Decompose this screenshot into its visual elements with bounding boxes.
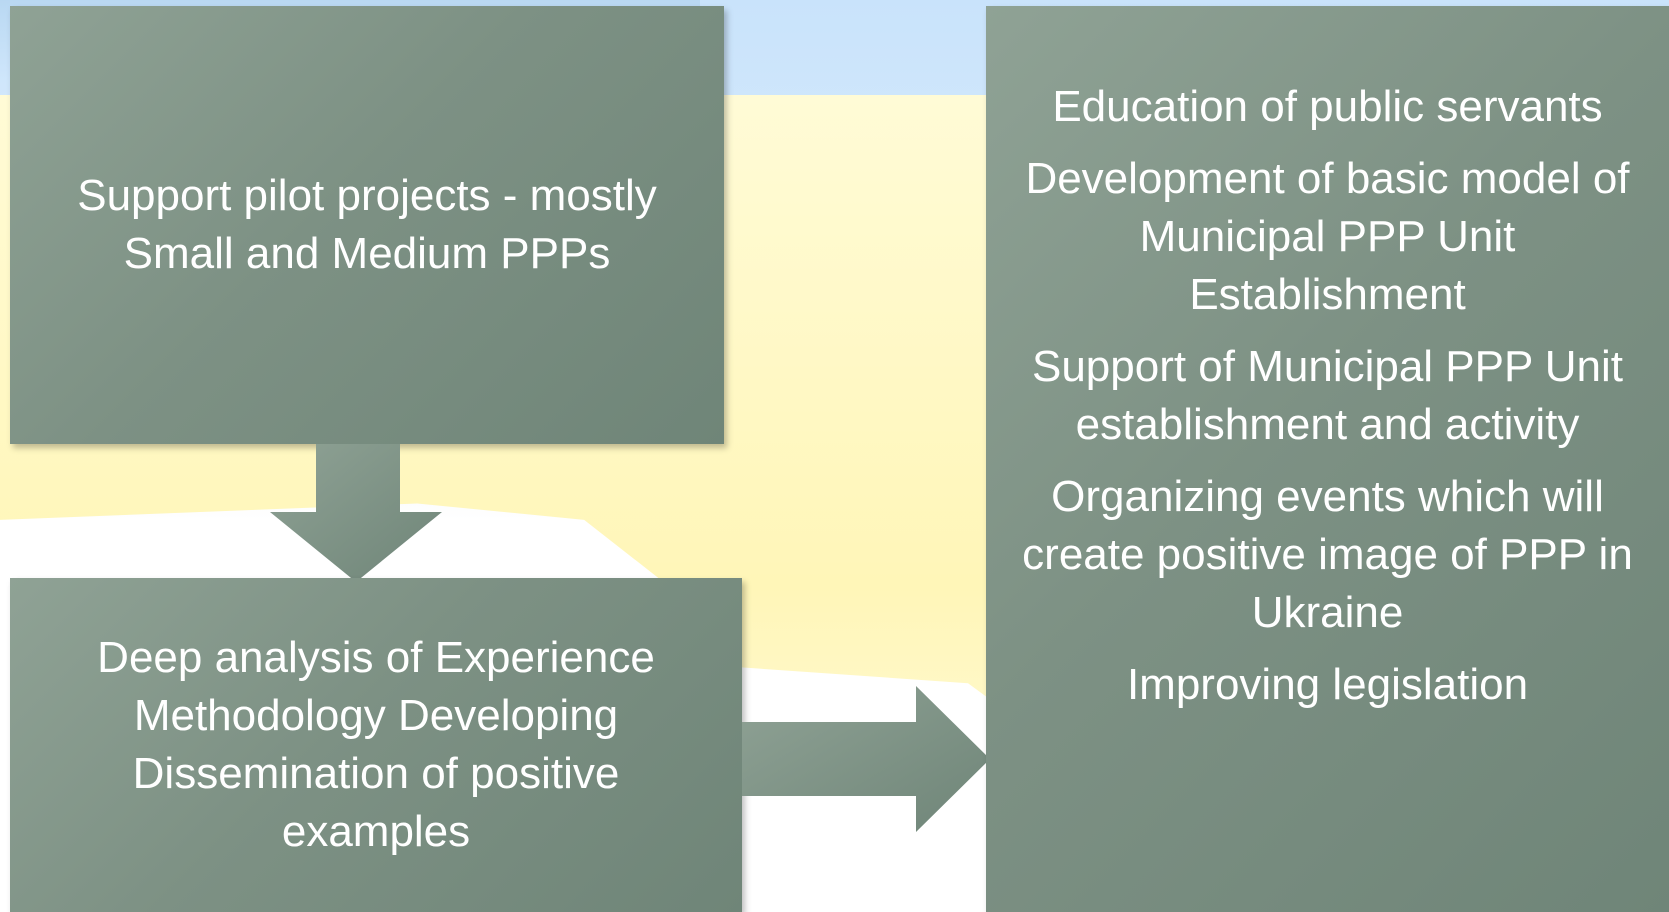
analysis-box: Deep analysis of Experience Methodology …	[10, 578, 742, 912]
actions-box: Education of public servants Development…	[986, 6, 1669, 912]
pilot-projects-line-2: Small and Medium PPPs	[123, 229, 611, 278]
analysis-line-1: Deep analysis of Experience	[97, 633, 655, 682]
action-item-events: Organizing events which will create posi…	[1022, 472, 1633, 637]
analysis-line-4: examples	[281, 807, 471, 856]
down-arrow	[270, 444, 442, 582]
right-arrow	[742, 686, 990, 832]
analysis-line-2: Methodology Developing	[133, 691, 619, 740]
action-item-legislation: Improving legislation	[1126, 660, 1529, 709]
action-item-education: Education of public servants	[1052, 82, 1603, 131]
action-item-basic-model: Development of basic model of Municipal …	[1025, 154, 1630, 319]
analysis-line-3: Dissemination of positive	[132, 749, 620, 798]
pilot-projects-box: Support pilot projects - mostly Small an…	[10, 6, 724, 444]
pilot-projects-line-1: Support pilot projects - mostly	[77, 171, 657, 220]
action-item-unit-support: Support of Municipal PPP Unit establishm…	[1031, 342, 1624, 449]
